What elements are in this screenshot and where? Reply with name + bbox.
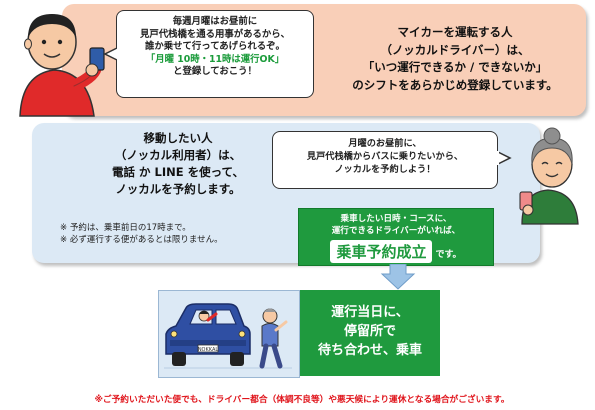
license-plate: NOKKAL [198, 347, 219, 353]
driver-illustration [19, 14, 105, 117]
meet-at-stop-box: 運行当日に、 停留所で 待ち合わせ、乗車 [300, 290, 440, 376]
driver-bubble-tail [104, 47, 120, 61]
user-description: 移動したい人 （ノッカル利用者）は、 電話 か LINE を使って、 ノッカルを… [80, 130, 276, 198]
user-bubble-line: ノッカルを予約しよう！ [334, 163, 436, 175]
reservation-confirmed-box: 乗車したい日時・コースに、 運行できるドライバーがいれば、 乗車予約成立です。 [298, 208, 494, 266]
meet-line: 待ち合わせ、乗車 [317, 343, 422, 358]
match-line: 乗車したい日時・コースに、 [340, 214, 452, 224]
user-desc-line: （ノッカル利用者）は、 [114, 148, 242, 162]
driver-bubble-highlight: 「月曜 10時・11時は運行OK」 [145, 53, 285, 65]
driver-bubble-line: 毎週月曜はお昼前に [172, 16, 258, 27]
user-speech-bubble: 月曜のお昼前に、 見戸代栈橋からバスに乗りたいから、 ノッカルを予約しよう！ [272, 131, 498, 189]
note-line: ※ 予約は、乗車前日の17時まで。 [60, 223, 191, 233]
meet-line: 停留所で [343, 324, 396, 339]
match-line: 運行できるドライバーがいれば、 [331, 226, 461, 236]
driver-speech-bubble: 毎週月曜はお昼前に 見戸代栈橋を通る用事があるから、 誰か乗せて行ってあげられる… [116, 10, 314, 98]
driver-desc-line: マイカーを運転する人 [397, 25, 513, 39]
user-desc-line: 電話 か LINE を使って、 [112, 165, 244, 179]
user-illustration [519, 127, 579, 225]
car-illustration: NOKKAL [164, 303, 292, 369]
driver-description: マイカーを運転する人 （ノッカルドライバー）は、 「いつ運行できるか / できな… [330, 24, 580, 94]
meet-line: 運行当日に、 [331, 305, 409, 320]
down-arrow-icon [380, 264, 416, 290]
user-desc-line: ノッカルを予約します。 [115, 182, 241, 196]
match-suffix: です。 [435, 250, 462, 260]
user-bubble-tail [496, 151, 512, 165]
reservation-notes: ※ 予約は、乗車前日の17時まで。 ※ 必ず運行する便があるとは限りません。 [60, 222, 300, 246]
driver-desc-line: （ノッカルドライバー）は、 [380, 42, 530, 57]
note-line: ※ 必ず運行する便があるとは限りません。 [60, 235, 223, 245]
user-bubble-line: 見戸代栈橋からバスに乗りたいから、 [306, 150, 464, 162]
driver-desc-line: のシフトをあらかじめ登録しています。 [352, 77, 558, 92]
driver-bubble-line: 誰か乗せて行ってあげられるぞ。 [145, 41, 285, 53]
user-bubble-line: 月曜のお昼前に、 [348, 138, 422, 149]
cancellation-notice: ※ご予約いただいた便でも、ドライバー都合（体調不良等）や悪天候により運休となる場… [94, 395, 510, 405]
user-desc-line: 移動したい人 [143, 131, 213, 145]
reservation-confirmed-label: 乗車予約成立 [330, 240, 433, 263]
driver-bubble-line: と登録しておこう！ [173, 66, 257, 78]
driver-desc-line: 「いつ運行できるか / できないか」 [362, 60, 548, 74]
driver-bubble-line: 見戸代栈橋を通る用事があるから、 [139, 28, 290, 40]
